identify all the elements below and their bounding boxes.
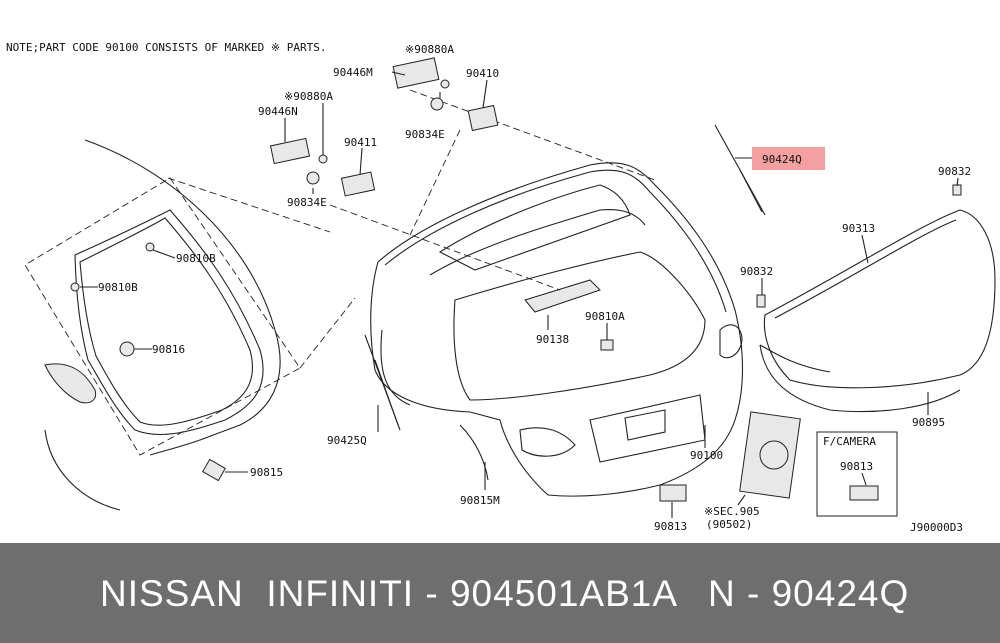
back-door-panel <box>329 89 743 497</box>
label-90446n: 90446N <box>258 105 298 118</box>
label-90834e-top: 90834E <box>405 128 445 141</box>
callout-labels: ※90880A 90446M 90410 ※90880A 90446N 9083… <box>98 43 971 533</box>
label-90815: 90815 <box>250 466 283 479</box>
banner-part-number: NISSAN INFINITI - 904501AB1A <box>100 573 679 614</box>
label-90424q: 90424Q <box>762 153 802 166</box>
label-90411: 90411 <box>344 136 377 149</box>
label-90100: 90100 <box>690 449 723 462</box>
small-parts <box>70 57 962 502</box>
label-90813: 90813 <box>654 520 687 533</box>
parts-diagram: NOTE;PART CODE 90100 CONSISTS OF MARKED … <box>6 41 996 534</box>
label-90810b-b: 90810B <box>98 281 138 294</box>
label-sec905: ※SEC.905 <box>704 505 760 518</box>
label-90425q: 90425Q <box>327 434 367 447</box>
label-90810a: 90810A <box>585 310 625 323</box>
label-90834e-left: 90834E <box>287 196 327 209</box>
label-90895: 90895 <box>912 416 945 429</box>
highlight-90424q <box>752 147 825 170</box>
label-90313: 90313 <box>842 222 875 235</box>
gas-stay-90424q <box>714 124 766 216</box>
fcamera-title: F/CAMERA <box>823 435 876 448</box>
diagram-code: J90000D3 <box>910 521 963 534</box>
label-90138: 90138 <box>536 333 569 346</box>
label-90880a-left: ※90880A <box>284 90 333 103</box>
label-90410: 90410 <box>466 67 499 80</box>
diagram-note: NOTE;PART CODE 90100 CONSISTS OF MARKED … <box>6 41 326 54</box>
gas-stay-90425q <box>364 334 401 431</box>
label-90446m: 90446M <box>333 66 373 79</box>
fcamera-part-label: 90813 <box>840 460 873 473</box>
label-90832-top: 90832 <box>938 165 971 178</box>
fcamera-inset: F/CAMERA 90813 <box>816 431 898 517</box>
label-90815m: 90815M <box>460 494 500 507</box>
label-90502: (90502) <box>706 518 752 531</box>
label-90810b-a: 90810B <box>176 252 216 265</box>
rear-glass-panel <box>24 139 356 511</box>
leader-lines <box>80 71 959 518</box>
spoiler-assembly <box>759 209 996 413</box>
label-90816: 90816 <box>152 343 185 356</box>
label-90880a-top: ※90880A <box>405 43 454 56</box>
label-90832-mid: 90832 <box>740 265 773 278</box>
banner-oem-code: N - 90424Q <box>708 573 910 614</box>
bottom-banner: NISSAN INFINITI - 904501AB1A N - 90424Q <box>0 543 1000 643</box>
